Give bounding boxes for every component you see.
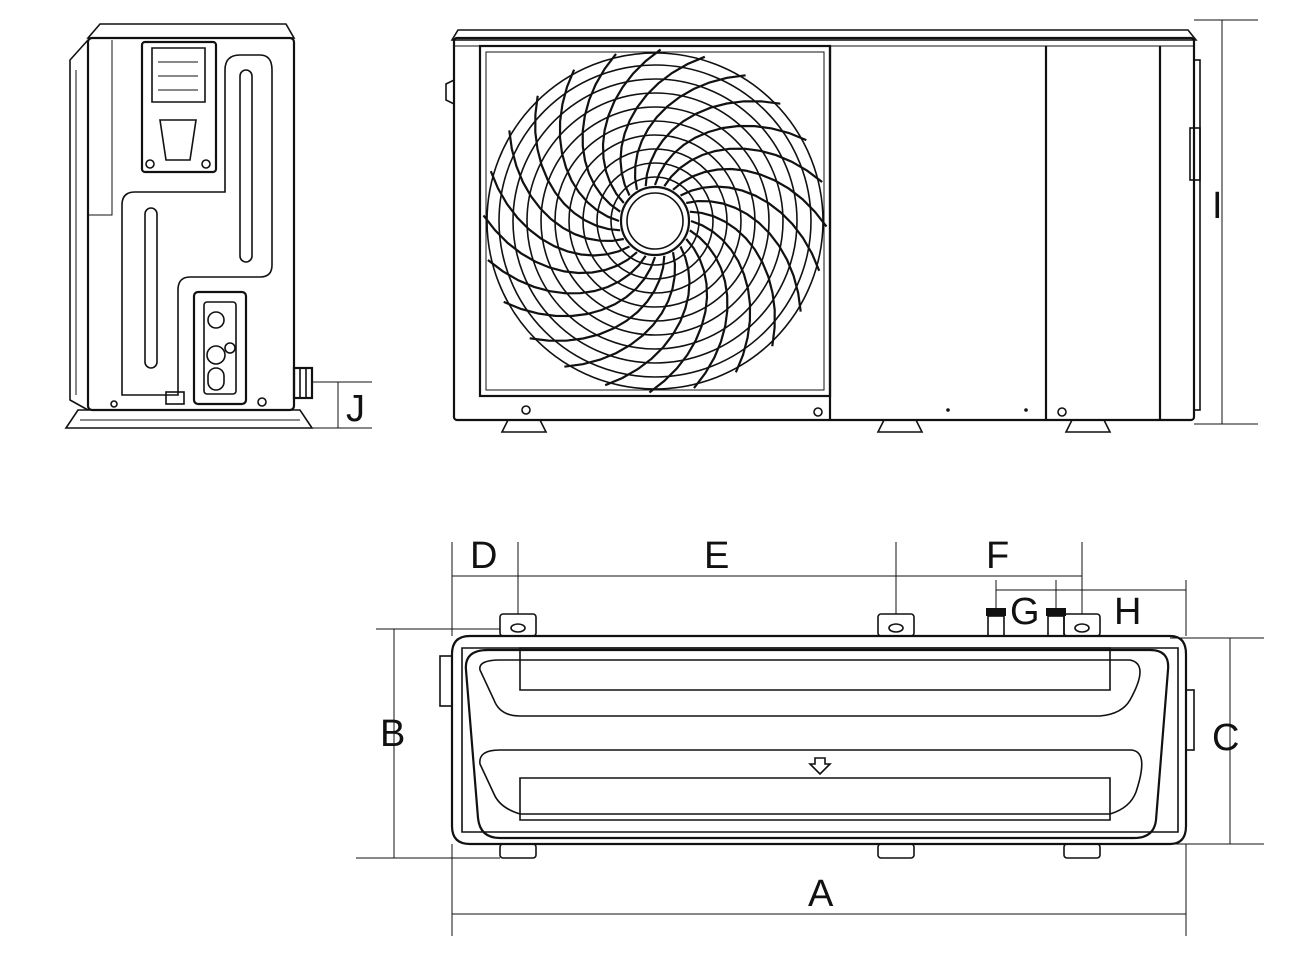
label-j: J: [346, 388, 365, 430]
side-top-cap: [86, 23, 296, 39]
grille-spoke: [581, 53, 621, 213]
grille-spoke: [689, 229, 729, 389]
grille-spoke: [663, 147, 823, 187]
label-a: A: [808, 873, 834, 915]
fan-grille-frame: [478, 44, 832, 398]
grille-spoke: [686, 199, 802, 312]
grille-ring: [512, 78, 798, 364]
side-base-plate: [64, 409, 314, 429]
grille-spoke: [604, 246, 691, 387]
grille-ring: [582, 148, 728, 294]
label-e: E: [704, 535, 729, 577]
screw-icon: [201, 159, 211, 169]
label-d: D: [470, 535, 497, 577]
front-foot: [1064, 419, 1112, 433]
top-view: D E F G H B C A: [356, 535, 1264, 936]
label-g: G: [1010, 591, 1040, 633]
grille-spoke: [534, 95, 621, 232]
label-b: B: [380, 713, 405, 755]
side-valve-block: [192, 290, 248, 406]
fan-hub-icon: [619, 185, 691, 257]
label-h: H: [1114, 591, 1141, 633]
grille-spoke: [503, 256, 657, 318]
grille-ring: [540, 106, 770, 336]
side-body: [86, 36, 296, 412]
grille-spoke: [680, 185, 821, 272]
grille-spoke: [564, 252, 677, 368]
grille-spoke: [633, 74, 746, 190]
label-f: F: [986, 535, 1009, 577]
side-handle-box: [140, 40, 218, 174]
front-top-cap: [450, 29, 1198, 41]
top-body: [450, 634, 1188, 846]
grille-ring: [526, 92, 784, 350]
grille-spoke: [619, 55, 706, 196]
grille-ring: [610, 176, 700, 266]
side-slot-2: [239, 69, 253, 263]
side-panel-outline: [121, 54, 273, 396]
grille-ring: [498, 64, 812, 378]
side-handle-grip: [159, 119, 197, 161]
grille-spoke: [644, 100, 781, 187]
grille-spoke: [648, 238, 709, 394]
label-c: C: [1212, 717, 1239, 759]
grille-spoke: [689, 210, 776, 347]
front-foot: [876, 419, 924, 433]
grille-spoke: [482, 214, 638, 275]
grille-spoke: [690, 219, 752, 373]
grille-spoke: [489, 170, 630, 257]
side-pipe-connector: [292, 366, 314, 400]
side-view: J: [64, 23, 372, 430]
grille-spoke: [508, 130, 624, 243]
grille-spoke: [487, 255, 647, 295]
valve-icon: [206, 345, 226, 365]
fan-grille: [482, 48, 828, 394]
arrow-down-icon: [808, 757, 832, 776]
valve-icon: [207, 311, 225, 329]
side-slot-1: [144, 207, 158, 369]
grille-spoke: [672, 167, 828, 228]
front-view: I: [445, 19, 1258, 433]
grille-ring: [596, 162, 714, 280]
grille-ring: [568, 134, 742, 308]
screw-icon: [145, 159, 155, 169]
label-i: I: [1212, 185, 1223, 227]
grille-spoke: [529, 255, 666, 342]
grille-spoke: [558, 69, 620, 223]
grille-spoke: [653, 124, 807, 186]
grille-spoke: [601, 48, 662, 204]
front-foot: [500, 419, 548, 433]
